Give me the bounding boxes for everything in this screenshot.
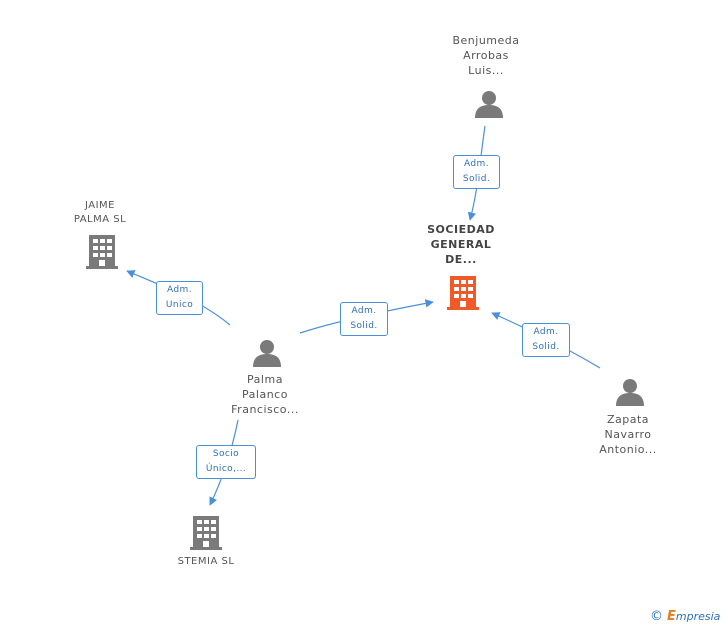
edge-label-zapata-sociedad[interactable]: Adm. Solid. [522,323,570,357]
building-icon-highlighted[interactable] [447,276,479,310]
node-label-benjumeda[interactable]: Benjumeda Arrobas Luis... [452,34,520,77]
person-icon[interactable] [615,377,645,407]
node-label-palma[interactable]: Palma Palanco Francisco... [231,373,299,416]
person-icon[interactable] [252,338,282,368]
edge-label-palma-jaime[interactable]: Adm. Unico [156,281,203,315]
node-label-jaime[interactable]: JAIME PALMA SL [73,200,127,225]
brand-name: mpresia [675,610,721,623]
edge-label-palma-sociedad[interactable]: Adm. Solid. [340,302,388,336]
copyright-icon: © [650,609,663,624]
empresia-brand-logo[interactable]: © Empresia [650,609,720,624]
node-label-zapata[interactable]: Zapata Navarro Antonio... [599,413,657,456]
person-icon[interactable] [474,89,504,119]
building-icon[interactable] [86,235,118,269]
brand-initial: E [667,609,676,624]
edge-label-palma-stemia[interactable]: Socio Único,... [196,445,256,479]
building-icon[interactable] [190,516,222,550]
node-label-stemia[interactable]: STEMIA SL [177,556,235,567]
node-label-sociedad[interactable]: SOCIEDAD GENERAL DE... [427,223,495,266]
edge-label-benjumeda-sociedad[interactable]: Adm. Solid. [453,155,500,189]
